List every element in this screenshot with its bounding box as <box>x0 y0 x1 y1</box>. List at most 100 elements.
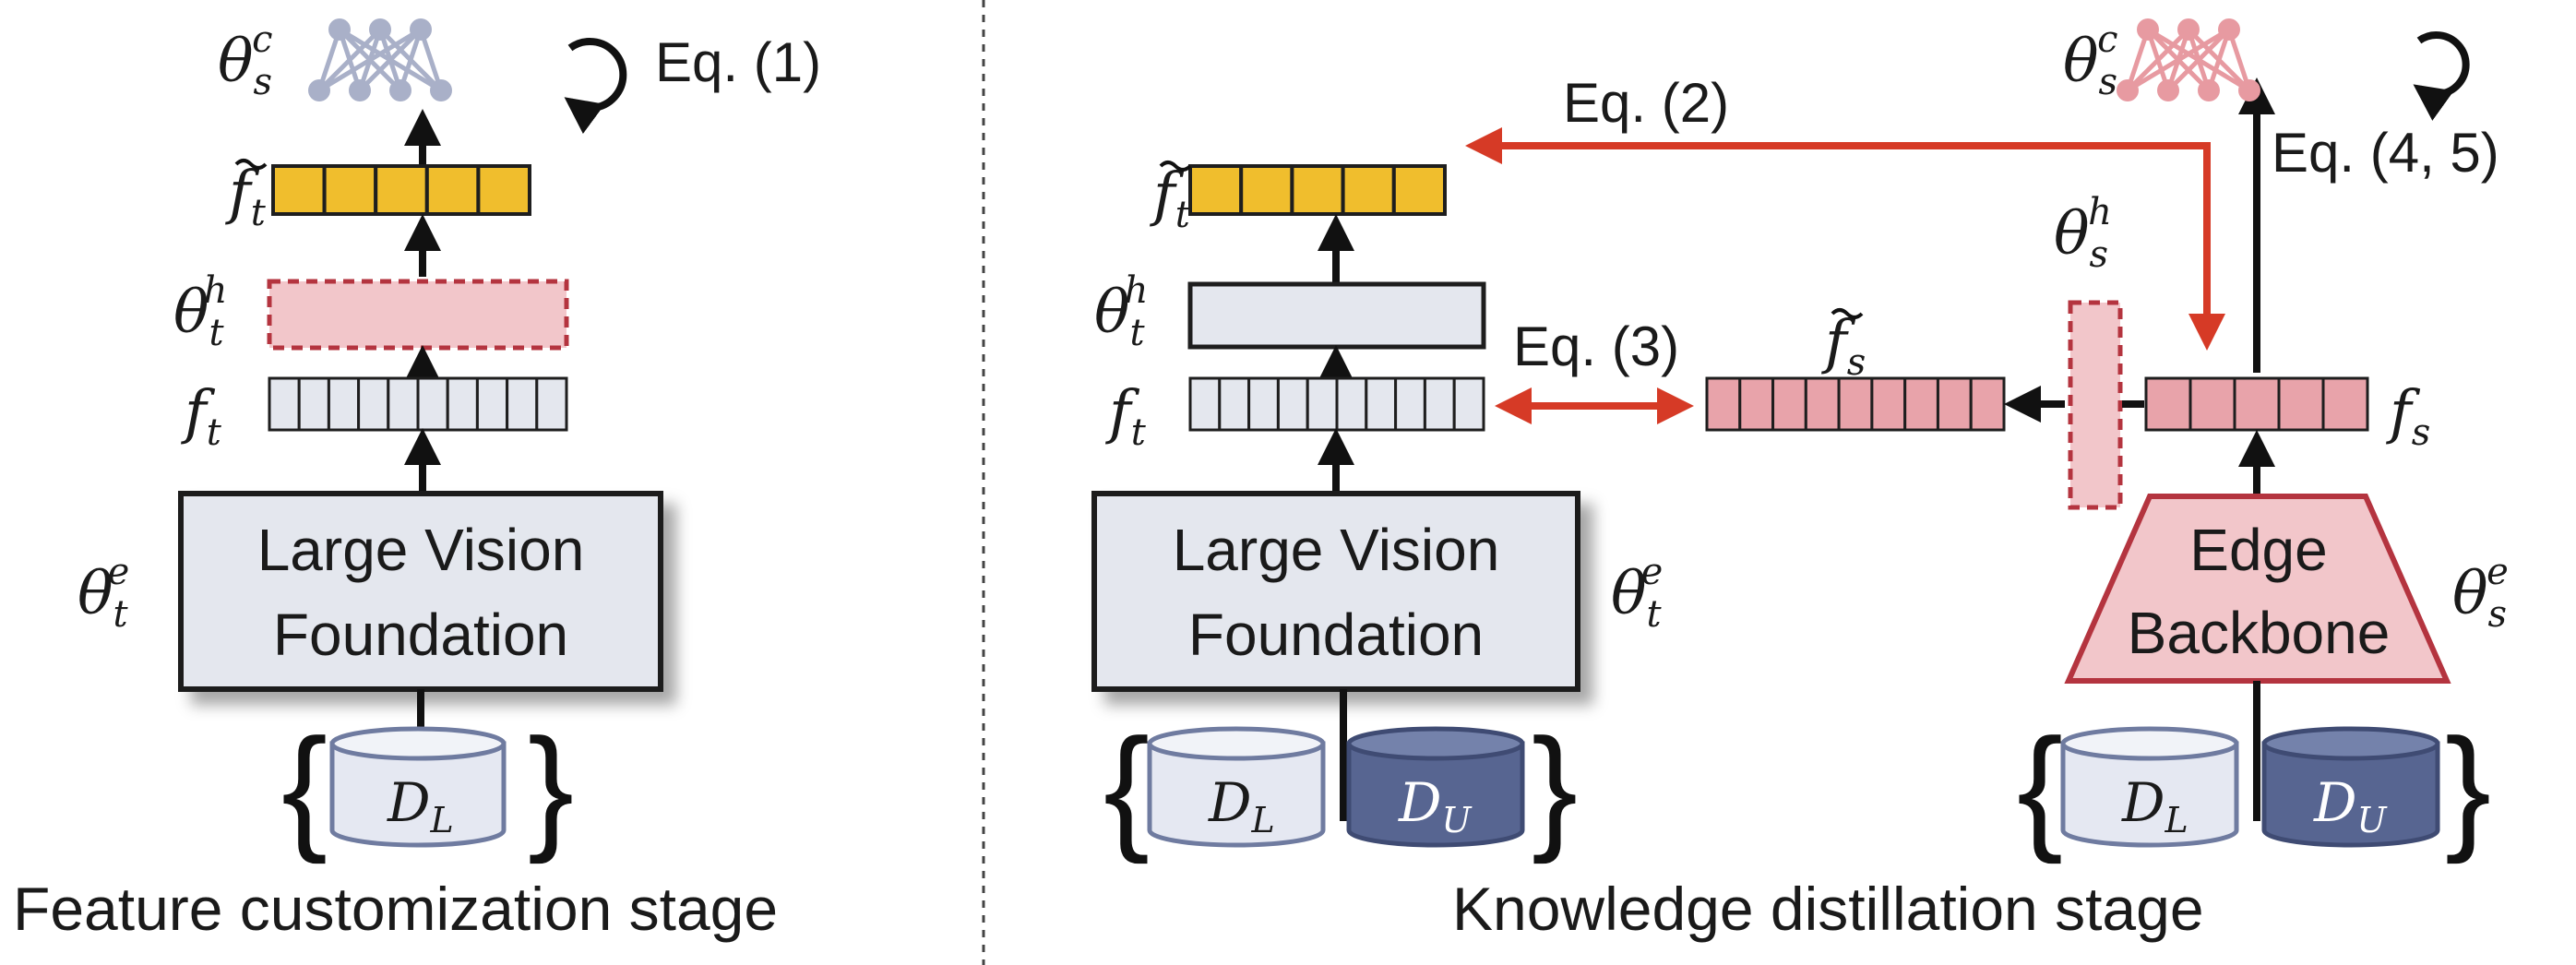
feature-cell <box>1188 164 1244 216</box>
right-update-loop-icon <box>2413 31 2470 121</box>
left-feature-symbol: ft <box>181 378 222 454</box>
left-brace-close: } <box>528 709 574 864</box>
feature-cell <box>1804 376 1841 432</box>
feature-cell <box>1306 376 1339 432</box>
feature-cell <box>1365 376 1398 432</box>
feature-cell <box>1188 376 1222 432</box>
feature-cell <box>1218 376 1251 432</box>
right-teacher-brace-open: { <box>1103 709 1150 864</box>
right-teacher-feature-tilde-bar <box>1188 164 1448 216</box>
left-head-symbol: θth <box>173 269 227 354</box>
right-foundation-label-line1: Large Vision <box>1173 517 1500 583</box>
cylinder-top <box>329 726 507 761</box>
feature-cell <box>1771 376 1807 432</box>
feature-cell <box>271 164 327 216</box>
right-foundation-box <box>1091 491 1580 692</box>
network-node <box>430 79 452 101</box>
feature-cell <box>2188 376 2236 432</box>
feature-cell <box>1738 376 1775 432</box>
left-brace-open: { <box>281 709 328 864</box>
left-feature-bar <box>268 376 568 432</box>
right-teacher-feature-symbol: ft <box>1105 378 1147 454</box>
right-caption: Knowledge distillation stage <box>1452 875 2204 943</box>
feature-cell <box>476 164 532 216</box>
right-student-head-symbol: θsh <box>2054 191 2112 276</box>
right-teacher-brace-close: } <box>1532 709 1578 864</box>
right-panel: ft θth ft Large Vision Foundation θte { … <box>1091 18 2509 943</box>
feature-cell <box>1452 376 1485 432</box>
feature-cell <box>297 376 330 432</box>
feature-cell <box>374 164 429 216</box>
left-panel: Eq. (1) θsc ft θth ft Large Vision Found… <box>13 18 821 943</box>
feature-cell <box>416 376 449 432</box>
feature-cell <box>1423 376 1456 432</box>
feature-cell <box>2233 376 2281 432</box>
feature-cell <box>1837 376 1874 432</box>
cylinder-top <box>2261 726 2440 761</box>
feature-cell <box>322 164 378 216</box>
network-node <box>2218 18 2240 41</box>
right-teacher-feature-bar <box>1188 376 1485 432</box>
left-encoder-symbol: θte <box>78 551 129 636</box>
right-student-feature-tilde-symbol: fs <box>1821 308 1866 384</box>
feature-cell <box>506 376 539 432</box>
right-student-dataset-unlabeled-icon <box>2261 726 2440 848</box>
network-node <box>2137 18 2159 41</box>
network-node <box>410 18 432 41</box>
feature-cell <box>1903 376 1939 432</box>
right-teacher-head-box <box>1187 281 1486 350</box>
feature-cell <box>2277 376 2325 432</box>
right-student-encoder-symbol: θse <box>2452 551 2509 636</box>
network-edge <box>317 27 423 93</box>
feature-cell <box>1276 376 1309 432</box>
left-eq1-label: Eq. (1) <box>655 31 821 93</box>
left-classifier-symbol: θsc <box>218 18 272 103</box>
left-update-loop-icon <box>564 38 627 135</box>
left-tilde-mark <box>234 159 268 170</box>
right-student-feature-symbol: fs <box>2386 378 2430 454</box>
cylinder-body <box>2060 741 2239 848</box>
left-foundation-label-line2: Foundation <box>273 602 568 668</box>
network-node <box>308 79 330 101</box>
network-node <box>369 18 391 41</box>
left-caption: Feature customization stage <box>13 875 778 943</box>
network-node <box>2157 79 2179 101</box>
network-edge <box>2126 28 2190 92</box>
left-dataset-labeled-label: DL <box>387 771 454 840</box>
right-student-dataset-unlabeled-label: DU <box>2313 771 2389 840</box>
right-student-dataset-labeled-icon <box>2060 726 2239 848</box>
network-edge <box>358 28 423 92</box>
left-dataset-labeled-icon <box>329 726 507 848</box>
left-head-box <box>267 279 569 351</box>
right-student-head-box <box>2068 300 2123 510</box>
feature-cell <box>2144 376 2192 432</box>
feature-cell <box>446 376 479 432</box>
network-node <box>2198 79 2220 101</box>
right-classifier-symbol: θsc <box>2063 18 2117 103</box>
left-feature-tilde-symbol: ft <box>225 159 267 234</box>
right-edge-label-line2: Backbone <box>2128 600 2391 666</box>
feature-cell <box>1870 376 1907 432</box>
network-edge <box>2166 28 2231 92</box>
right-foundation-label-line2: Foundation <box>1188 602 1484 668</box>
right-student-dataset-labeled-label: DL <box>2121 771 2188 840</box>
cylinder-body <box>329 741 507 848</box>
left-classifier-network-icon <box>308 18 452 101</box>
feature-cell <box>1969 376 2006 432</box>
right-teacher-dataset-unlabeled-icon <box>1346 726 1525 848</box>
network-node <box>389 79 411 101</box>
feature-cell <box>424 164 481 216</box>
feature-cell <box>268 376 301 432</box>
feature-cell <box>1936 376 1973 432</box>
feature-cell <box>327 376 361 432</box>
feature-cell <box>1341 164 1396 216</box>
cylinder-top <box>2060 726 2239 761</box>
right-student-tilde-mark <box>1831 308 1864 319</box>
feature-cell <box>1705 376 1742 432</box>
right-teacher-tilde-mark <box>1159 161 1192 172</box>
left-foundation-label-line1: Large Vision <box>257 517 585 583</box>
right-teacher-dataset-unlabeled-label: DU <box>1398 771 1473 840</box>
right-student-feature-tilde-bar <box>1705 376 2006 432</box>
feature-cell <box>1247 376 1280 432</box>
